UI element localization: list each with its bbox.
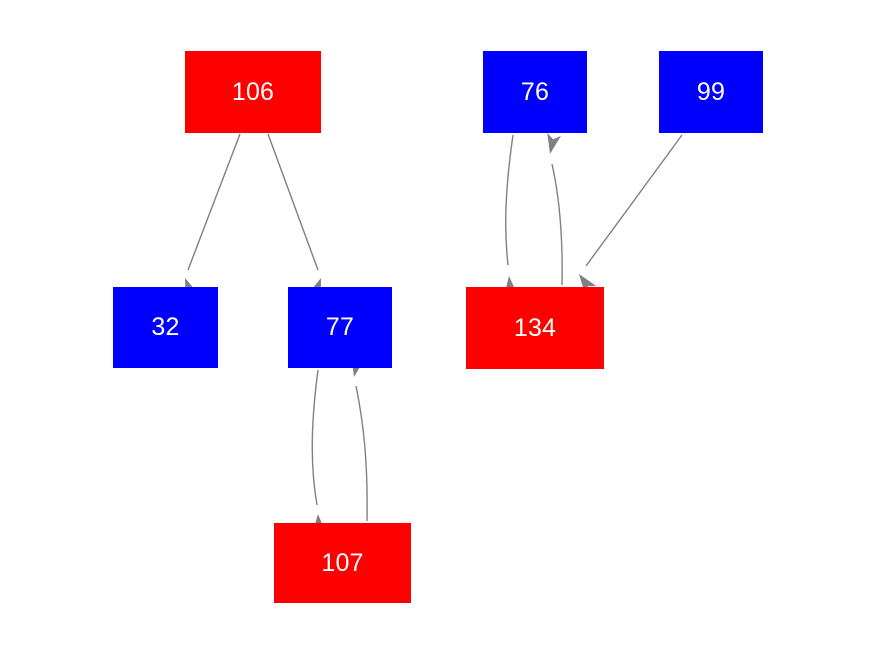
edge-line [267, 133, 319, 271]
graph-node-label: 76 [520, 77, 550, 106]
graph-node-107[interactable]: 107 [274, 523, 411, 603]
graph-edge [267, 133, 321, 300]
graph-edge [547, 132, 563, 286]
edge-line [187, 133, 241, 271]
graph-edge [311, 369, 327, 535]
edge-line [585, 134, 683, 267]
graph-node-134[interactable]: 134 [466, 287, 604, 369]
graph-edge [503, 134, 518, 297]
graph-node-label: 134 [513, 313, 557, 342]
graph-node-label: 32 [151, 313, 180, 341]
edge-line [355, 385, 368, 522]
graph-node-106[interactable]: 106 [185, 51, 321, 133]
graph-node-label: 106 [231, 77, 275, 106]
graph-node-label: 77 [325, 313, 355, 341]
edge-arrowhead-icon [547, 132, 562, 154]
edge-line [311, 369, 319, 506]
graph-edge [185, 133, 241, 300]
graph-node-label: 107 [321, 548, 364, 577]
graph-node-32[interactable]: 32 [113, 287, 218, 368]
edge-line [551, 163, 563, 286]
edge-line [505, 134, 514, 266]
edge-arrowhead-icon [579, 274, 597, 295]
graph-node-99[interactable]: 99 [659, 51, 763, 133]
graph-node-76[interactable]: 76 [483, 51, 587, 133]
graph-node-77[interactable]: 77 [288, 287, 392, 368]
graph-node-label: 99 [696, 77, 726, 106]
graph-edge [579, 134, 683, 295]
graph-edge [351, 355, 368, 522]
